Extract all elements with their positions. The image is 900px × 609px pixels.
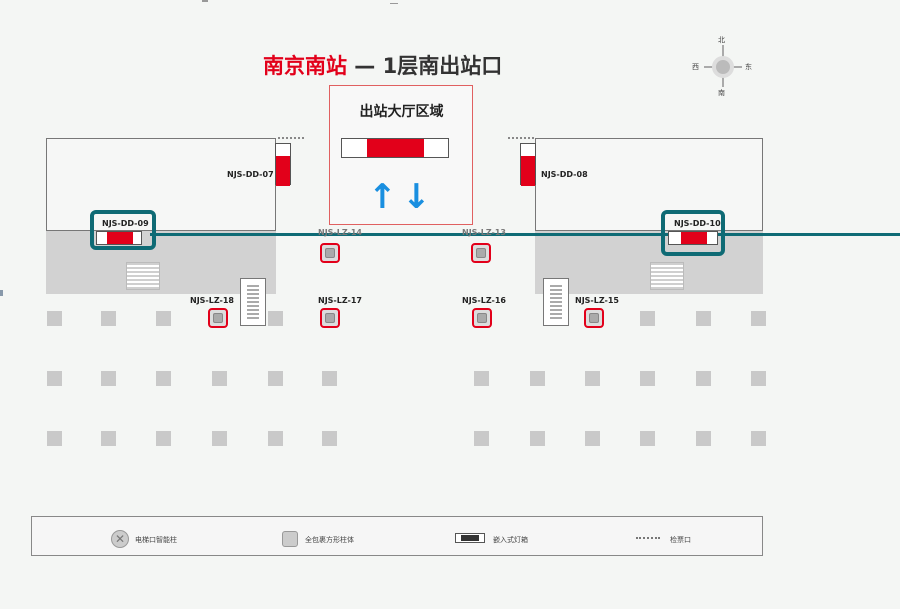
- pillar: [47, 371, 62, 386]
- route-line: [150, 233, 900, 236]
- legend-pillar-icon: [282, 531, 298, 547]
- machine-icon: [325, 248, 335, 258]
- label-lz14: NJS-LZ-14: [318, 228, 362, 237]
- machine-icon: [477, 313, 487, 323]
- pillar: [640, 431, 655, 446]
- pillar: [640, 311, 655, 326]
- legend-item2: 全包裹方形柱体: [305, 536, 354, 544]
- pillar: [696, 371, 711, 386]
- highlight-dd10[interactable]: [661, 210, 725, 256]
- pillar: [322, 371, 337, 386]
- left-building: [46, 138, 276, 231]
- right-platform: [535, 231, 763, 294]
- pillar: [751, 431, 766, 446]
- highlight-dd09[interactable]: [90, 210, 156, 250]
- pillar: [268, 371, 283, 386]
- machine-lz14[interactable]: [320, 243, 340, 263]
- machine-icon: [476, 248, 486, 258]
- legend-item3: 嵌入式灯箱: [493, 536, 528, 544]
- exit-dash-right: [508, 137, 534, 139]
- label-dd07: NJS-DD-07: [227, 170, 274, 179]
- title-station: 南京南站: [263, 54, 347, 78]
- machine-lz18[interactable]: [208, 308, 228, 328]
- pillar: [156, 431, 171, 446]
- machine-icon: [213, 313, 223, 323]
- label-dd10: NJS-DD-10: [674, 219, 721, 228]
- machine-icon: [589, 313, 599, 323]
- compass: 北 西 东 南: [692, 35, 752, 97]
- gate-dd09-fill: [107, 232, 133, 244]
- left-platform: [46, 231, 276, 294]
- pillar: [474, 431, 489, 446]
- label-lz15: NJS-LZ-15: [575, 296, 619, 305]
- left-tick: [0, 290, 3, 296]
- legend-elevator-icon: ✕: [111, 530, 129, 548]
- pillar: [585, 431, 600, 446]
- escalator-right: [543, 278, 569, 326]
- pillar: [530, 371, 545, 386]
- map-title: 南京南站 — 1层南出站口: [263, 50, 502, 80]
- gate-dd10-fill: [681, 232, 707, 244]
- pillar: [47, 311, 62, 326]
- machine-icon: [325, 313, 335, 323]
- label-lz13: NJS-LZ-13: [462, 228, 506, 237]
- pillar: [101, 431, 116, 446]
- pillar: [156, 311, 171, 326]
- label-lz16: NJS-LZ-16: [462, 296, 506, 305]
- machine-lz13[interactable]: [471, 243, 491, 263]
- gate-dd07-fill: [276, 156, 290, 186]
- right-building: [535, 138, 763, 231]
- legend-lightbox-fill: [461, 535, 479, 541]
- pillar: [585, 371, 600, 386]
- legend-gate-icon: [636, 537, 660, 539]
- legend-lightbox-icon: [455, 533, 485, 543]
- pillar: [696, 311, 711, 326]
- pillar: [47, 431, 62, 446]
- pillar: [156, 371, 171, 386]
- label-lz18: NJS-LZ-18: [190, 296, 234, 305]
- machine-lz16[interactable]: [472, 308, 492, 328]
- top-tick-left: [202, 0, 208, 2]
- legend-item4: 检票口: [670, 536, 691, 544]
- pillar: [640, 371, 655, 386]
- machine-lz15[interactable]: [584, 308, 604, 328]
- pillar: [101, 311, 116, 326]
- escalator-steps: [247, 285, 259, 321]
- right-stair: [650, 262, 684, 290]
- pillar: [474, 371, 489, 386]
- pillar: [101, 371, 116, 386]
- legend-box: [31, 516, 763, 556]
- arrow-down-icon: ↓: [402, 177, 431, 217]
- pillar: [696, 431, 711, 446]
- pillar: [751, 311, 766, 326]
- machine-lz17[interactable]: [320, 308, 340, 328]
- arrow-up-icon: ↑: [368, 177, 397, 217]
- label-lz17: NJS-LZ-17: [318, 296, 362, 305]
- pillar: [751, 371, 766, 386]
- escalator-left: [240, 278, 266, 326]
- label-dd08: NJS-DD-08: [541, 170, 588, 179]
- escalator-steps: [550, 285, 562, 321]
- legend-item1: 电梯口智能柱: [135, 536, 177, 544]
- gate-dd08-fill: [521, 156, 535, 186]
- pillar: [268, 431, 283, 446]
- hall-lightbox-fill: [367, 139, 424, 157]
- pillar: [268, 311, 283, 326]
- compass-dial: [712, 56, 734, 78]
- compass-south: 南: [718, 89, 725, 97]
- top-tick-right: [390, 3, 398, 4]
- exit-dash-left: [278, 137, 304, 139]
- exit-hall-label: 出站大厅区域: [359, 104, 444, 120]
- pillar: [212, 371, 227, 386]
- left-stair: [126, 262, 160, 290]
- compass-west: 西: [692, 63, 699, 71]
- compass-north: 北: [718, 36, 725, 44]
- pillar: [322, 431, 337, 446]
- pillar: [530, 431, 545, 446]
- title-floor: — 1层南出站口: [347, 54, 503, 78]
- label-dd09: NJS-DD-09: [102, 219, 149, 228]
- pillar: [212, 431, 227, 446]
- compass-east: 东: [745, 63, 752, 71]
